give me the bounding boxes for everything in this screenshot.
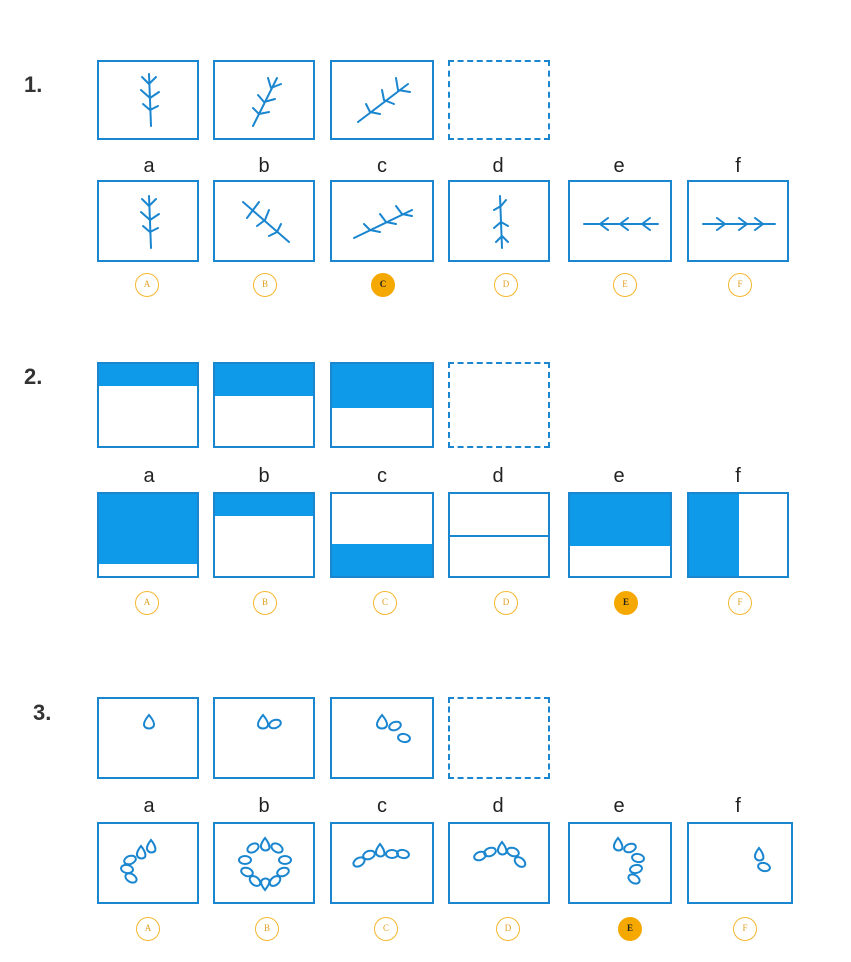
q3-label-c: c bbox=[377, 795, 387, 817]
q1-label-c: c bbox=[377, 155, 387, 177]
q2-label-d: d bbox=[492, 465, 504, 487]
q2-label-b: b bbox=[258, 465, 270, 487]
q2-sequence-figure-3 bbox=[330, 362, 434, 448]
q2-option-d[interactable]: D bbox=[494, 591, 518, 615]
q3-label-a: a bbox=[143, 795, 155, 817]
q3-label-d: d bbox=[492, 795, 504, 817]
q2-answer-figure-b[interactable] bbox=[213, 492, 315, 578]
q2-answer-figure-a[interactable] bbox=[97, 492, 199, 578]
q2-answer-figure-e[interactable] bbox=[568, 492, 672, 578]
q3-answer-figure-c[interactable] bbox=[330, 822, 434, 904]
q3-sequence-figure-1 bbox=[97, 697, 199, 779]
q1-label-a: a bbox=[143, 155, 155, 177]
q1-answer-figure-a[interactable] bbox=[97, 180, 199, 262]
q3-sequence-figure-3 bbox=[330, 697, 434, 779]
q3-sequence-missing-slot bbox=[448, 697, 550, 779]
q3-label-f: f bbox=[735, 795, 741, 817]
q3-option-b[interactable]: B bbox=[255, 917, 279, 941]
q1-sequence-figure-1 bbox=[97, 60, 199, 140]
q1-option-d[interactable]: D bbox=[494, 273, 518, 297]
q2-option-b[interactable]: B bbox=[253, 591, 277, 615]
q2-option-c[interactable]: C bbox=[373, 591, 397, 615]
q3-answer-figure-e[interactable] bbox=[568, 822, 672, 904]
q3-sequence-figure-2 bbox=[213, 697, 315, 779]
q3-option-a[interactable]: A bbox=[136, 917, 160, 941]
q3-answer-figure-f[interactable] bbox=[687, 822, 793, 904]
q2-answer-figure-d[interactable] bbox=[448, 492, 550, 578]
q1-answer-figure-e[interactable] bbox=[568, 180, 672, 262]
question-3-number: 3. bbox=[33, 700, 52, 725]
q2-sequence-figure-1 bbox=[97, 362, 199, 448]
q1-label-f: f bbox=[735, 155, 741, 177]
q3-option-f[interactable]: F bbox=[733, 917, 757, 941]
q1-sequence-figure-3 bbox=[330, 60, 434, 140]
q1-option-f[interactable]: F bbox=[728, 273, 752, 297]
q1-option-b[interactable]: B bbox=[253, 273, 277, 297]
q1-answer-figure-c[interactable] bbox=[330, 180, 434, 262]
q3-option-e-selected[interactable]: E bbox=[618, 917, 642, 941]
q1-sequence-missing-slot bbox=[448, 60, 550, 140]
q2-answer-figure-f[interactable] bbox=[687, 492, 789, 578]
q3-answer-figure-d[interactable] bbox=[448, 822, 550, 904]
q1-label-d: d bbox=[492, 155, 504, 177]
q1-option-c-selected[interactable]: C bbox=[371, 273, 395, 297]
q1-option-a[interactable]: A bbox=[135, 273, 159, 297]
q1-label-e: e bbox=[613, 155, 625, 177]
q3-label-b: b bbox=[258, 795, 270, 817]
q3-option-d[interactable]: D bbox=[496, 917, 520, 941]
q2-label-a: a bbox=[143, 465, 155, 487]
q1-option-e[interactable]: E bbox=[613, 273, 637, 297]
q2-label-f: f bbox=[735, 465, 741, 487]
q2-label-e: e bbox=[613, 465, 625, 487]
q1-sequence-figure-2 bbox=[213, 60, 315, 140]
q3-option-c[interactable]: C bbox=[374, 917, 398, 941]
q2-label-c: c bbox=[377, 465, 387, 487]
q2-answer-figure-c[interactable] bbox=[330, 492, 434, 578]
q1-answer-figure-d[interactable] bbox=[448, 180, 550, 262]
q3-label-e: e bbox=[613, 795, 625, 817]
q2-sequence-missing-slot bbox=[448, 362, 550, 448]
q2-option-f[interactable]: F bbox=[728, 591, 752, 615]
q3-answer-figure-a[interactable] bbox=[97, 822, 199, 904]
q1-answer-figure-b[interactable] bbox=[213, 180, 315, 262]
q1-answer-figure-f[interactable] bbox=[687, 180, 789, 262]
question-2-number: 2. bbox=[24, 364, 43, 389]
question-1-number: 1. bbox=[24, 72, 43, 97]
q3-answer-figure-b[interactable] bbox=[213, 822, 315, 904]
q2-sequence-figure-2 bbox=[213, 362, 315, 448]
q2-option-e-selected[interactable]: E bbox=[614, 591, 638, 615]
q1-label-b: b bbox=[258, 155, 270, 177]
q2-option-a[interactable]: A bbox=[135, 591, 159, 615]
